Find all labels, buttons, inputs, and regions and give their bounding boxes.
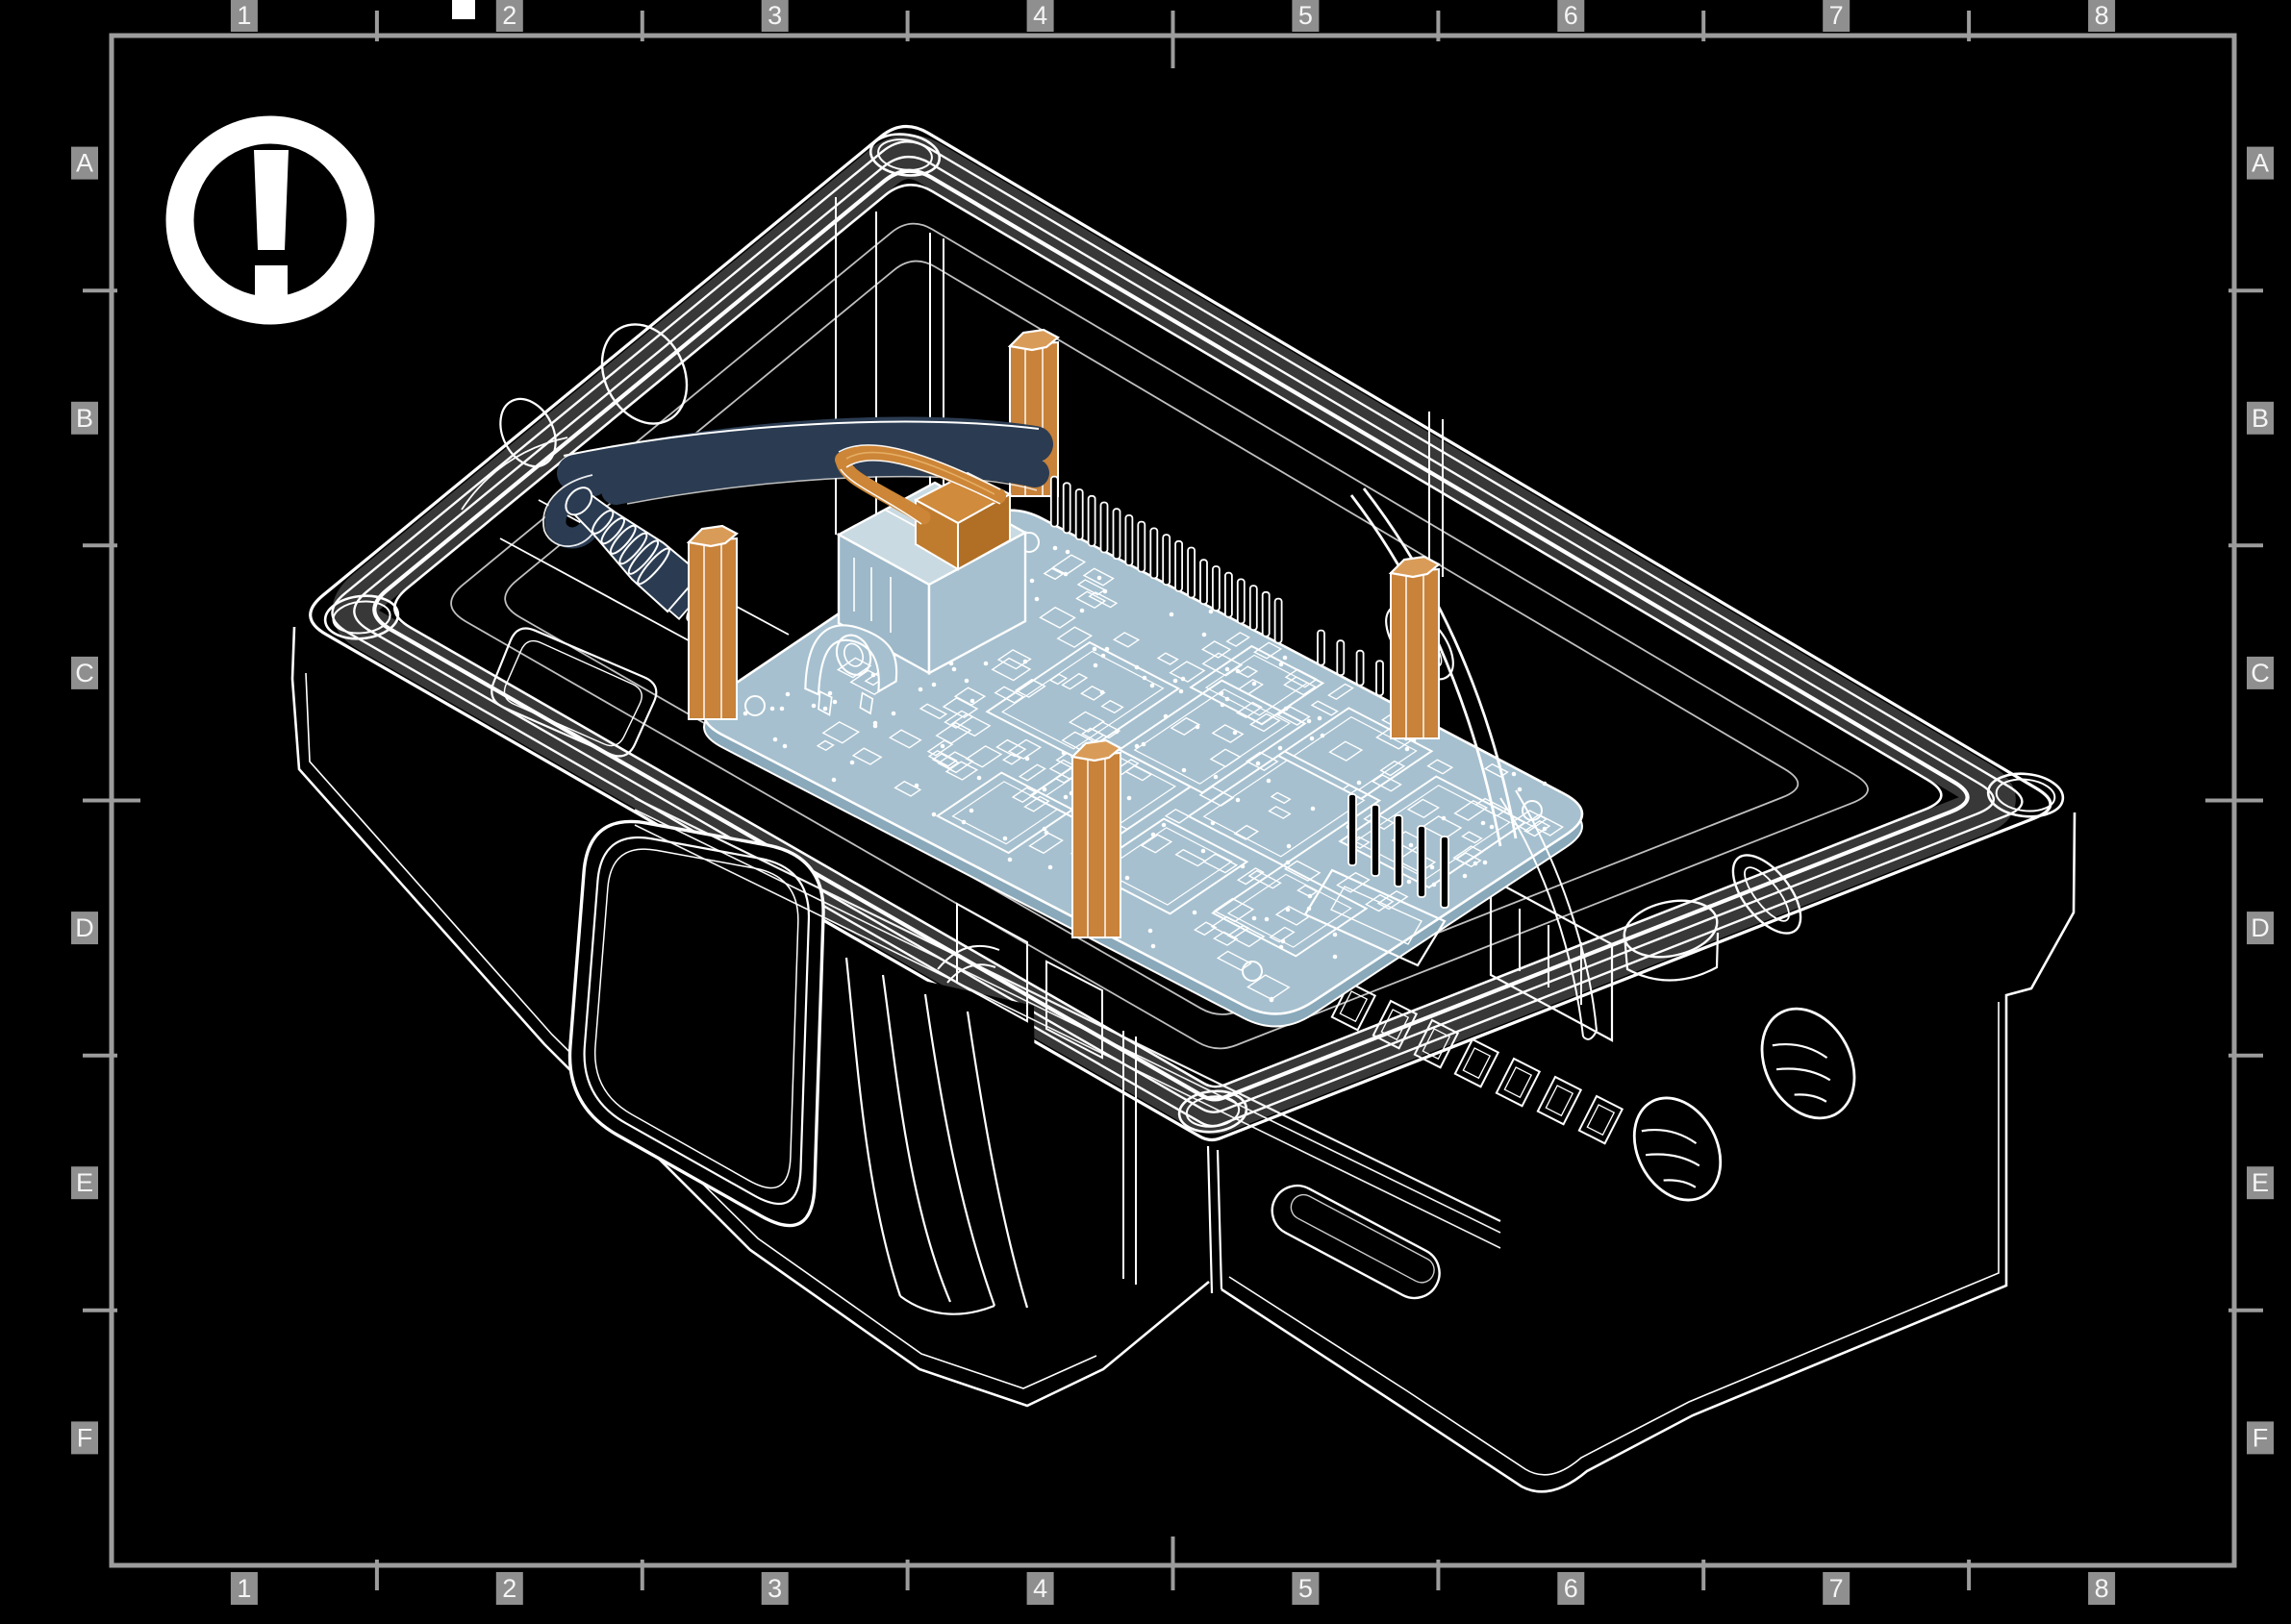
svg-text:3: 3 xyxy=(768,1,782,30)
svg-text:E: E xyxy=(2252,1168,2269,1197)
svg-text:5: 5 xyxy=(1298,1574,1313,1603)
svg-text:D: D xyxy=(2251,913,2270,942)
svg-text:2: 2 xyxy=(502,1574,516,1603)
svg-text:E: E xyxy=(76,1168,93,1197)
svg-text:B: B xyxy=(2252,404,2269,433)
svg-text:A: A xyxy=(2252,149,2269,178)
svg-text:C: C xyxy=(75,659,94,687)
svg-text:F: F xyxy=(2253,1423,2269,1452)
svg-text:1: 1 xyxy=(237,1,251,30)
svg-text:F: F xyxy=(77,1423,93,1452)
svg-text:5: 5 xyxy=(1298,1,1313,30)
svg-text:8: 8 xyxy=(2095,1,2109,30)
svg-text:3: 3 xyxy=(768,1574,782,1603)
svg-text:4: 4 xyxy=(1033,1574,1047,1603)
svg-text:C: C xyxy=(2251,659,2270,687)
svg-text:8: 8 xyxy=(2095,1574,2109,1603)
svg-text:7: 7 xyxy=(1829,1,1844,30)
svg-text:2: 2 xyxy=(502,1,516,30)
svg-text:4: 4 xyxy=(1033,1,1047,30)
svg-text:D: D xyxy=(75,913,94,942)
svg-text:1: 1 xyxy=(237,1574,251,1603)
svg-text:6: 6 xyxy=(1564,1,1578,30)
svg-text:B: B xyxy=(76,404,93,433)
svg-text:6: 6 xyxy=(1564,1574,1578,1603)
svg-text:A: A xyxy=(76,149,93,178)
svg-text:7: 7 xyxy=(1829,1574,1844,1603)
